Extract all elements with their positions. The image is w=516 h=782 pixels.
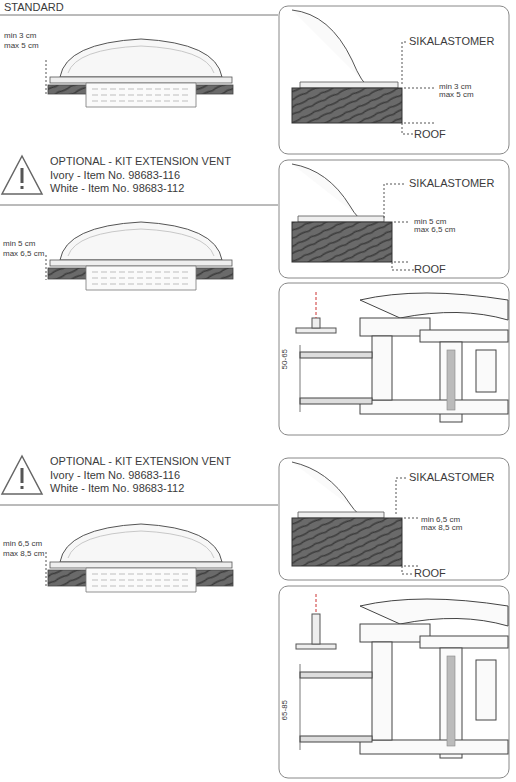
dimension-label: max 5 cm [4, 42, 39, 50]
dimension-label: min 5 cm [3, 240, 35, 248]
dimension-label: min 3 cm [4, 32, 36, 40]
detail-panel: SIKALASTOMER min 3 cm max 5 cm ROOF [279, 6, 509, 154]
part-label: SIKALASTOMER [409, 178, 494, 190]
warning-text: OPTIONAL - KIT EXTENSION VENT [50, 156, 231, 168]
part-label: ROOF [414, 129, 446, 141]
warning-text: White - Item No. 98683-112 [50, 483, 184, 495]
dimension-label: max 8,5 cm [3, 550, 44, 558]
section-heading: STANDARD [4, 2, 64, 14]
detail-panel: 65-85 [279, 586, 509, 778]
dimension-label: min 6,5 cm max 8,5 cm [421, 516, 467, 533]
warning-text: Ivory - Item No. 98683-116 [50, 170, 180, 182]
dimension-label: max 6,5 cm [3, 250, 44, 258]
detail-panel: SIKALASTOMER min 5 cm max 6,5 cm ROOF [279, 160, 509, 278]
dimension-label: 65-85 [281, 700, 289, 720]
part-label: ROOF [414, 264, 446, 276]
dimension-label: 50-65 [281, 349, 289, 369]
detail-panel: SIKALASTOMER min 6,5 cm max 8,5 cm ROOF [279, 458, 509, 580]
part-label: SIKALASTOMER [409, 36, 494, 48]
warning-text: Ivory - Item No. 98683-116 [50, 470, 180, 482]
dimension-label: min 5 cm max 6,5 cm [414, 218, 460, 235]
part-label: ROOF [414, 568, 446, 580]
dimension-label: min 3 cm max 5 cm [439, 83, 485, 100]
detail-panel: 50-65 [279, 283, 509, 435]
warning-text: White - Item No. 98683-112 [50, 183, 184, 195]
warning-text: OPTIONAL - KIT EXTENSION VENT [50, 456, 231, 468]
part-label: SIKALASTOMER [409, 472, 494, 484]
dimension-label: min 6,5 cm [3, 540, 42, 548]
